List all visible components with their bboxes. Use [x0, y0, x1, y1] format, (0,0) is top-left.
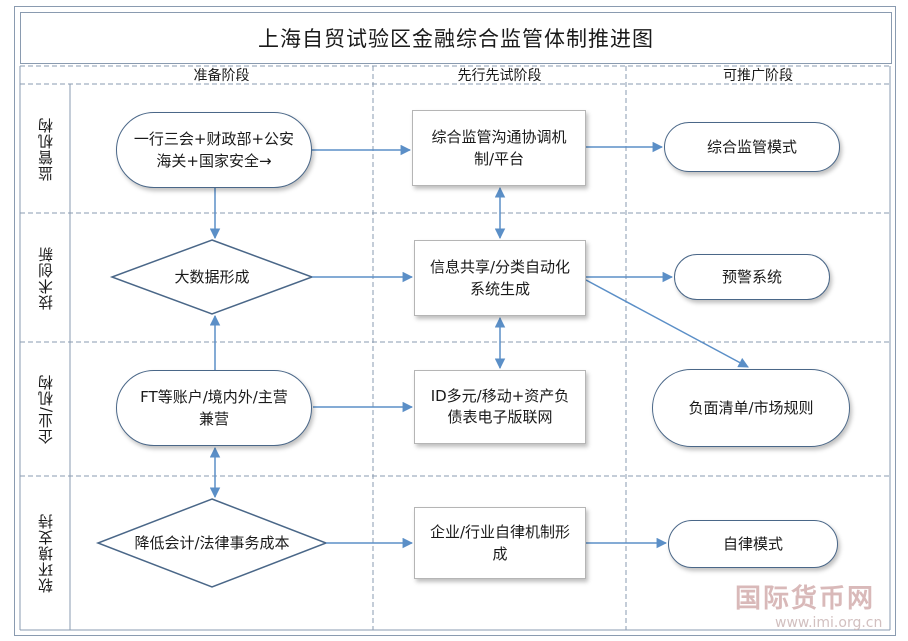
diagram-title: 上海自贸试验区金融综合监管体制推进图	[20, 12, 892, 64]
node-self-discipline: 企业/行业自律机制形成	[414, 507, 586, 579]
phase-label-prep: 准备阶段	[193, 68, 250, 84]
node-integrated-model: 综合监管模式	[664, 122, 840, 172]
node-ft-accounts: FT等账户/境内外/主营兼营	[116, 370, 312, 446]
node-comm-platform: 综合监管沟通协调机制/平台	[412, 110, 586, 186]
node-early-warning: 预警系统	[674, 254, 830, 300]
node-info-share: 信息共享/分类自动化系统生成	[414, 240, 586, 316]
node-big-data: 大数据形成	[174, 268, 250, 286]
phase-label-promote: 可推广阶段	[723, 68, 793, 84]
node-self-model: 自律模式	[668, 520, 838, 568]
watermark-logo: 国际货币网	[735, 584, 876, 614]
lane-label-tech: 技术创新	[36, 245, 55, 310]
arrow-infoshare-to-negativelist	[585, 279, 749, 368]
phase-label-pilot: 先行先试阶段	[457, 68, 542, 84]
node-reduce-cost: 降低会计/法律事务成本	[134, 534, 290, 552]
lane-label-enterprise: 企业/机构	[36, 373, 55, 445]
node-id-network: ID多元/移动+资产负债表电子版联网	[414, 370, 586, 444]
lane-label-soft-env: 软环境支持	[36, 513, 55, 593]
reduce-cost-diamond	[95, 498, 329, 588]
node-negative-list: 负面清单/市场规则	[652, 369, 850, 447]
node-supervisors: 一行三会+财政部+公安海关+国家安全→	[116, 112, 312, 188]
lane-label-regulators: 监管机构	[36, 116, 55, 181]
big-data-diamond	[109, 239, 315, 315]
watermark-url: www.imi.org.cn	[775, 615, 883, 631]
